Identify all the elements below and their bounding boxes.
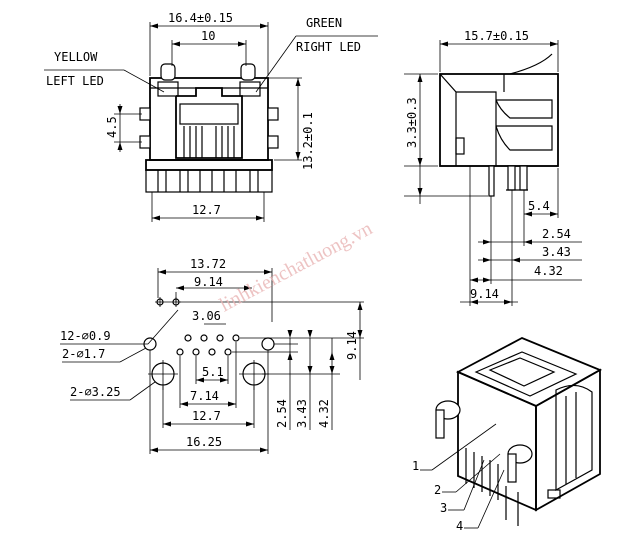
dim-inner-width: 10 xyxy=(201,29,215,43)
dim-3-06: 3.06 xyxy=(192,309,221,323)
hole-2-large: 2-∅3.25 xyxy=(70,385,121,399)
dim-3-43: 3.43 xyxy=(542,245,571,259)
dim-led-pitch: 4.5 xyxy=(105,116,119,138)
dim-bottom-width: 12.7 xyxy=(192,203,221,217)
callout-1: 1 xyxy=(412,459,419,473)
dim-4-32: 4.32 xyxy=(534,264,563,278)
dim-12-7: 12.7 xyxy=(192,409,221,423)
dim-2-54: 2.54 xyxy=(542,227,571,241)
hole-2-small: 2-∅1.7 xyxy=(62,347,105,361)
dim-9-14-v: 9.14 xyxy=(345,331,359,360)
label-yellow: YELLOW xyxy=(54,50,98,64)
dim-7-14: 7.14 xyxy=(190,389,219,403)
dim-9-14: 9.14 xyxy=(470,287,499,301)
dim-9-14-top: 9.14 xyxy=(194,275,223,289)
side-view: 15.7±0.15 3.3±0.3 5.4 2.54 3.43 4.32 9.1… xyxy=(404,29,582,306)
label-right-led: RIGHT LED xyxy=(296,40,361,54)
dim-total-width: 16.4±0.15 xyxy=(168,11,233,25)
dim-2-54-v: 2.54 xyxy=(275,399,289,428)
watermark-text: linhkienchatluong.vn xyxy=(216,217,376,316)
dim-4-32-v: 4.32 xyxy=(317,399,331,428)
front-view: 16.4±0.15 10 13.2±0.1 4.5 12.7 GREEN RIG… xyxy=(44,11,378,222)
callout-4: 4 xyxy=(456,519,463,533)
label-green: GREEN xyxy=(306,16,342,30)
dim-5-4: 5.4 xyxy=(528,199,550,213)
dim-pin-height: 3.3±0.3 xyxy=(405,97,419,148)
callout-2: 2 xyxy=(434,483,441,497)
hole-12: 12-∅0.9 xyxy=(60,329,111,343)
dim-16-25: 16.25 xyxy=(186,435,222,449)
dim-13-72: 13.72 xyxy=(190,257,226,271)
dim-3-43-v: 3.43 xyxy=(295,399,309,428)
dim-5-1: 5.1 xyxy=(202,365,224,379)
callout-3: 3 xyxy=(440,501,447,515)
dim-height: 13.2±0.1 xyxy=(301,112,315,170)
pcb-layout: 13.72 9.14 3.06 12-∅0.9 2-∅1.7 2 xyxy=(60,257,364,454)
label-left-led: LEFT LED xyxy=(46,74,104,88)
dim-length: 15.7±0.15 xyxy=(464,29,529,43)
iso-view: 1 2 3 4 xyxy=(412,337,603,533)
